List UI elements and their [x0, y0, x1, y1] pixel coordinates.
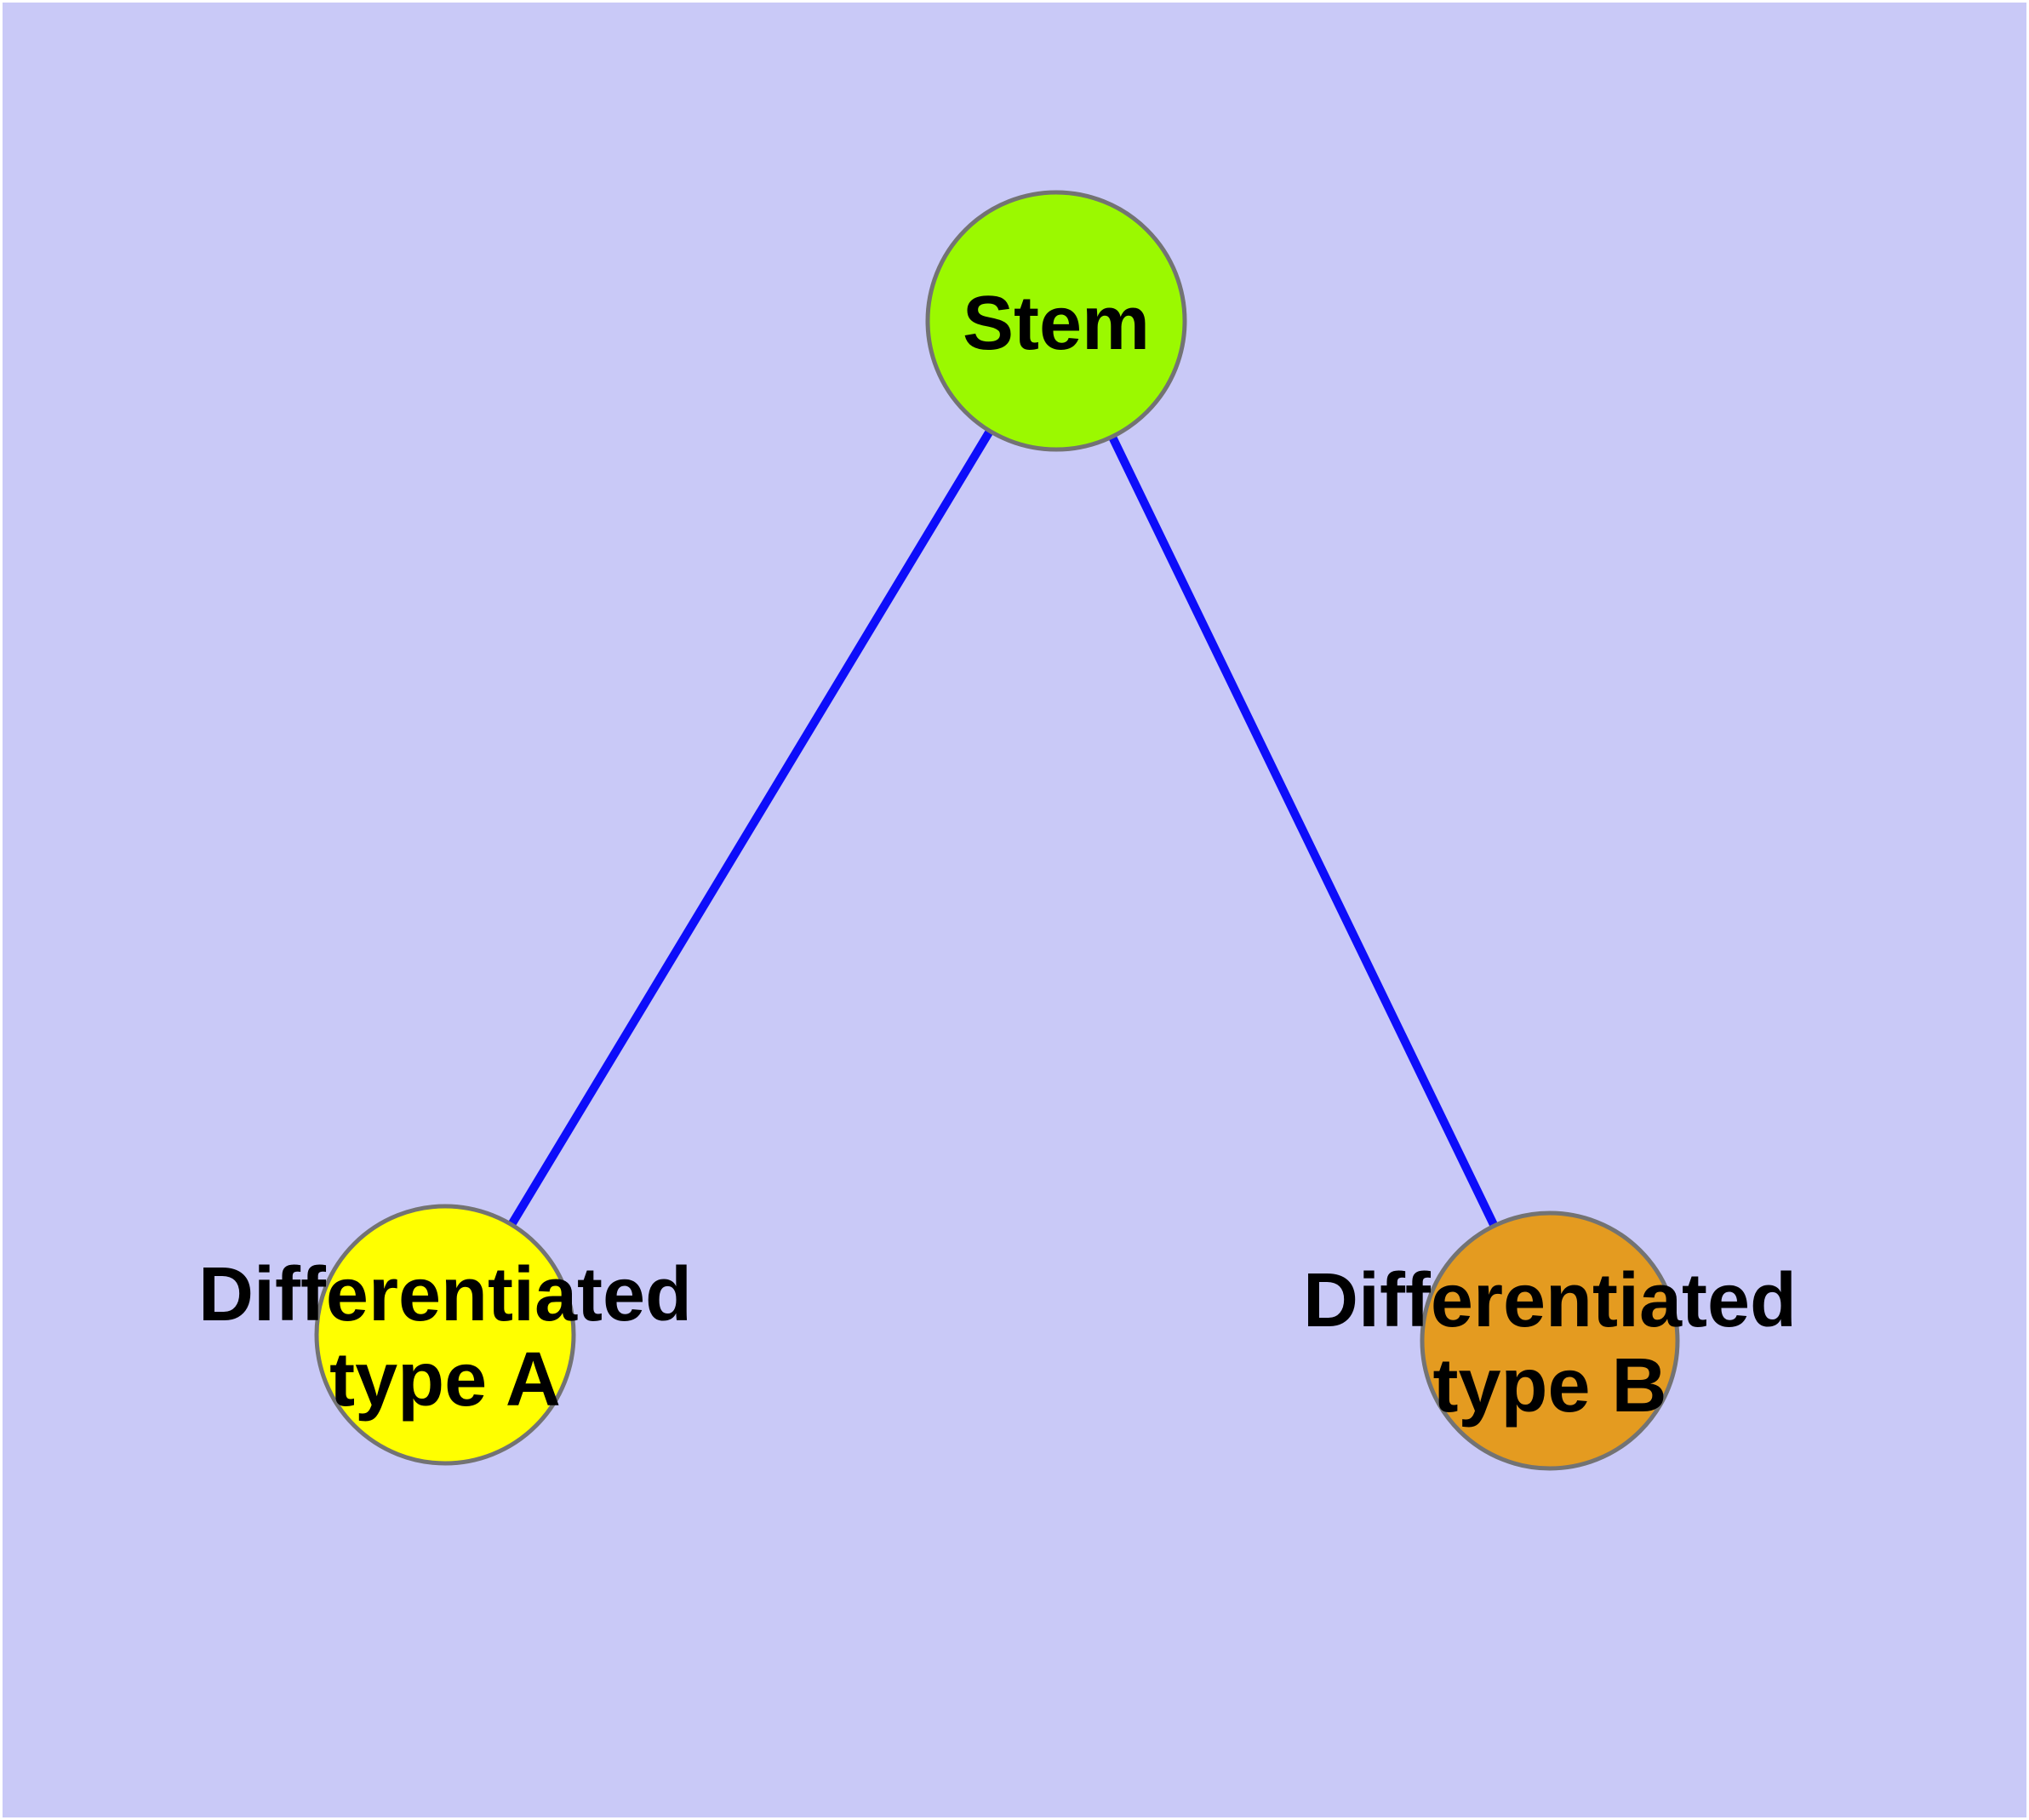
node-differentiated-type-b: [1420, 1210, 1680, 1471]
node-stem: [925, 190, 1187, 452]
node-label-line: Stem: [963, 281, 1150, 366]
edge-stem-to-differentiated-type-b: [1052, 318, 1554, 1343]
edges-layer: [441, 318, 1554, 1343]
nodes-layer: [314, 190, 1680, 1471]
edge-stem-to-differentiated-type-a: [441, 318, 1060, 1337]
node-differentiated-type-a: [314, 1204, 576, 1466]
node-label-line: Differentiated: [1303, 1258, 1797, 1343]
node-label-line: Differentiated: [198, 1252, 692, 1337]
node-label-line: type A: [329, 1337, 561, 1422]
node-label-stem: Stem: [963, 281, 1150, 366]
node-label-line: type B: [1432, 1343, 1666, 1428]
